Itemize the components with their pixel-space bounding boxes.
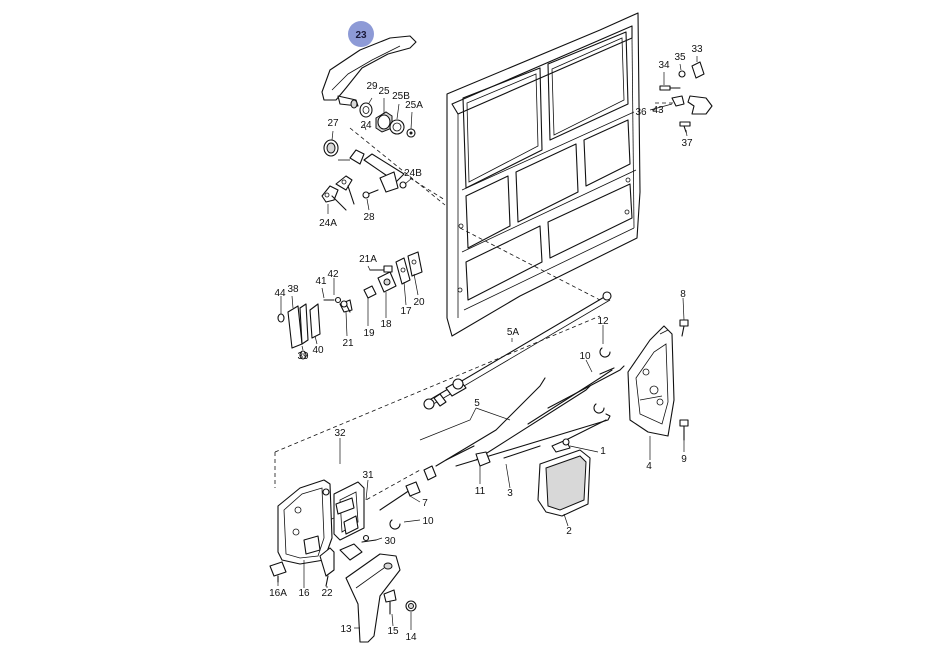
part-label-20[interactable]: 20 [413, 297, 425, 308]
handle-seals-and-washers [359, 102, 416, 138]
part-label-8[interactable]: 8 [680, 289, 686, 300]
clip-11 [475, 451, 491, 467]
part-label-29[interactable]: 29 [366, 81, 378, 92]
part-label-19[interactable]: 19 [363, 328, 375, 339]
part-label-42[interactable]: 42 [327, 269, 339, 280]
circlips [389, 347, 611, 530]
part-label-12[interactable]: 12 [597, 316, 609, 327]
part-label-24b[interactable]: 24B [404, 168, 422, 179]
part-label-5[interactable]: 5 [474, 398, 480, 409]
part-label-27[interactable]: 27 [327, 118, 339, 129]
part-label-44[interactable]: 44 [274, 288, 286, 299]
part-label-3[interactable]: 3 [507, 488, 513, 499]
part-label-10-upper[interactable]: 10 [579, 351, 591, 362]
part-label-16a[interactable]: 16A [269, 588, 287, 599]
upper-hinge-bracket [659, 61, 713, 133]
part-labels: 29 25 25B 24 25A 27 24B 28 24A 33 35 34 … [269, 44, 703, 643]
part-label-24[interactable]: 24 [360, 120, 372, 131]
hinge-guide-parts [340, 251, 423, 313]
keys [321, 175, 355, 211]
leader-lines [277, 56, 698, 630]
part-label-28[interactable]: 28 [363, 212, 375, 223]
part-label-25a[interactable]: 25A [405, 100, 423, 111]
part-label-32[interactable]: 32 [334, 428, 346, 439]
cables-and-rods [379, 291, 625, 511]
part-label-11[interactable]: 11 [475, 486, 486, 497]
part-label-18[interactable]: 18 [380, 319, 392, 330]
part-label-33[interactable]: 33 [691, 44, 703, 55]
part-label-7[interactable]: 7 [422, 498, 428, 509]
sliding-door-panel [446, 12, 641, 337]
part-label-37[interactable]: 37 [681, 138, 693, 149]
part-label-17[interactable]: 17 [400, 306, 412, 317]
part-label-4[interactable]: 4 [646, 461, 652, 472]
part-label-38[interactable]: 38 [287, 284, 299, 295]
part-label-1[interactable]: 1 [600, 446, 606, 457]
bolt-and-cap [383, 589, 417, 615]
part-label-10-lower[interactable]: 10 [422, 516, 434, 527]
part-label-36[interactable]: 36 [635, 107, 647, 118]
part-label-23[interactable]: 23 [355, 30, 367, 41]
lock-pin-22 [319, 547, 335, 587]
part-label-2[interactable]: 2 [566, 526, 572, 537]
remote-lock-housing [627, 325, 675, 437]
inner-handle-pad [537, 419, 607, 517]
part-label-25b[interactable]: 25B [392, 91, 410, 102]
part-label-13[interactable]: 13 [340, 624, 352, 635]
part-label-25[interactable]: 25 [378, 86, 390, 97]
outside-handle [321, 35, 417, 109]
part-label-21[interactable]: 21 [342, 338, 354, 349]
part-label-16[interactable]: 16 [298, 588, 310, 599]
part-label-41[interactable]: 41 [315, 276, 327, 287]
part-label-9[interactable]: 9 [681, 454, 687, 465]
part-label-40[interactable]: 40 [312, 345, 324, 356]
highlight-badge[interactable]: 23 [348, 21, 374, 47]
striker-and-wedge-parts [277, 296, 353, 360]
inner-lever-13 [345, 553, 401, 643]
part-label-35[interactable]: 35 [674, 52, 686, 63]
part-label-39[interactable]: 39 [297, 351, 309, 362]
part-label-24a[interactable]: 24A [319, 218, 337, 229]
part-label-15[interactable]: 15 [387, 626, 399, 637]
highlight-circle[interactable] [348, 21, 374, 47]
part-label-31[interactable]: 31 [362, 470, 374, 481]
part-label-30[interactable]: 30 [384, 536, 396, 547]
part-label-5a[interactable]: 5A [507, 327, 520, 338]
lock-button-30 [339, 534, 377, 561]
part-label-14[interactable]: 14 [405, 632, 417, 643]
part-label-21a[interactable]: 21A [359, 254, 377, 265]
part-label-43[interactable]: 43 [652, 105, 664, 116]
bolts-lock-housing [679, 319, 689, 441]
lock-mechanism [338, 149, 407, 199]
lock-cylinder-cap [323, 139, 339, 157]
main-lock-mechanism [269, 479, 365, 583]
part-label-34[interactable]: 34 [658, 60, 670, 71]
part-label-22[interactable]: 22 [321, 588, 333, 599]
